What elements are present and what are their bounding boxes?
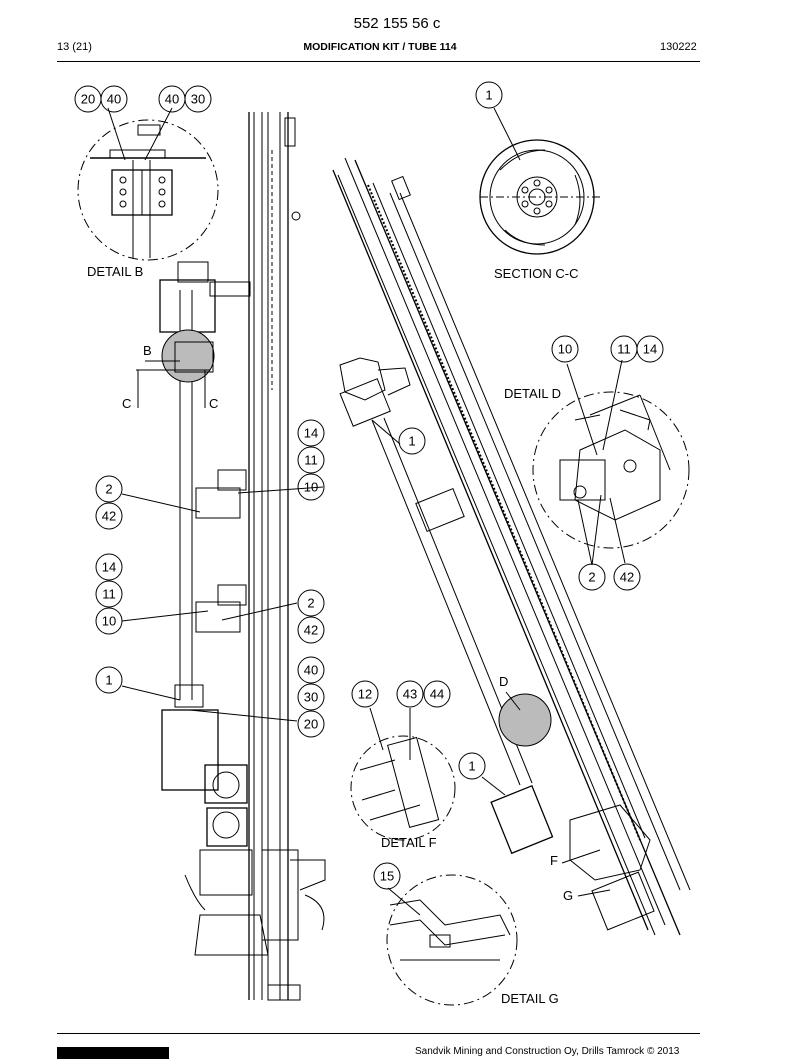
callout-44: 44 [430,687,444,702]
callout-1: 1 [105,673,112,688]
section-cc-view [479,107,600,255]
document-title: MODIFICATION KIT / TUBE 114 [303,41,457,53]
section-mark-d: D [499,674,508,689]
callout-20: 20 [81,92,95,107]
callout-14: 14 [643,342,657,357]
callout-2: 2 [307,596,314,611]
callout-14: 14 [304,426,318,441]
detail-g-view [386,874,518,1006]
callout-14: 14 [102,560,116,575]
callout-11: 11 [304,453,318,468]
section-mark-g: G [563,888,573,903]
callout-2: 2 [588,570,595,585]
section-mark-c-left: C [122,396,131,411]
section-mark-b: B [143,343,152,358]
callout-40: 40 [165,92,179,107]
detail-b-label: DETAIL B [87,264,143,279]
callout-15: 15 [380,869,394,884]
callout-1: 1 [468,759,475,774]
view-labels: DETAIL B SECTION C-C DETAIL D DETAIL F D… [87,264,579,1006]
section-mark-f: F [550,853,558,868]
callout-40: 40 [304,663,318,678]
callout-30: 30 [304,690,318,705]
callout-30: 30 [191,92,205,107]
leader-lines [121,359,626,916]
sandvik-logo [57,1047,169,1059]
vertical-feed-assembly [136,112,326,1001]
detail-d-view [532,391,690,549]
footer-text: Sandvik Mining and Construction Oy, Dril… [415,1046,680,1057]
detail-g-label: DETAIL G [501,991,559,1006]
callout-42: 42 [102,509,116,524]
callout-43: 43 [403,687,417,702]
callout-10: 10 [304,480,318,495]
callout-numbers: 20 40 40 30 1 10 11 14 1 14 11 10 2 42 1… [81,88,657,884]
callout-10: 10 [102,614,116,629]
callout-2: 2 [105,482,112,497]
callout-40: 40 [107,92,121,107]
document-date: 130222 [660,41,697,53]
detail-f-label: DETAIL F [381,835,437,850]
callout-42: 42 [304,623,318,638]
page-indicator: 13 (21) [57,41,92,53]
detail-d-label: DETAIL D [504,386,561,401]
callout-10: 10 [558,342,572,357]
callout-12: 12 [358,687,372,702]
callout-1: 1 [485,88,492,103]
diagonal-feed-assembly [332,157,691,936]
header-rule [57,61,700,62]
section-mark-c-right: C [209,396,218,411]
callout-42: 42 [620,570,634,585]
callout-20: 20 [304,717,318,732]
document-number: 552 155 56 c [353,15,441,32]
callout-1: 1 [408,434,415,449]
callout-11: 11 [617,342,631,357]
detail-b-view [77,107,219,261]
detail-f-view [350,735,456,841]
footer-rule [57,1033,700,1034]
callout-11: 11 [102,587,116,602]
callout-circles [74,81,664,890]
section-cc-label: SECTION C-C [494,266,579,281]
